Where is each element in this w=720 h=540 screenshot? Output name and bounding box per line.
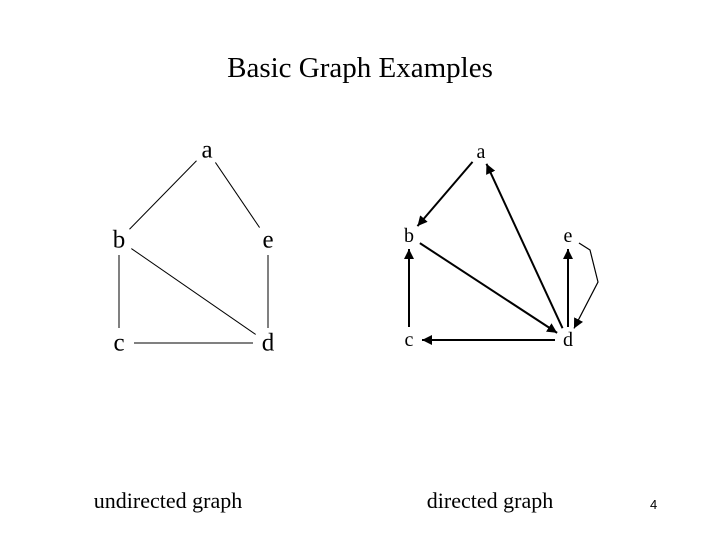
undirected-graph-caption: undirected graph xyxy=(93,488,243,513)
directed-node-e: e xyxy=(564,225,573,247)
undirected-node-b: b xyxy=(113,227,126,254)
directed-edge-d-a xyxy=(485,163,564,329)
directed-graph: a b e c d xyxy=(404,141,599,351)
directed-edge-a-b xyxy=(416,161,474,227)
undirected-node-a: a xyxy=(201,137,212,164)
slide-number: 4 xyxy=(650,497,658,512)
directed-edge-e-d xyxy=(573,242,599,329)
undirected-edge-b-d xyxy=(131,248,256,335)
undirected-edge-a-e xyxy=(215,162,260,228)
directed-graph-caption: directed graph xyxy=(426,488,554,513)
directed-node-c: c xyxy=(405,329,414,351)
directed-node-a: a xyxy=(477,141,486,163)
directed-node-d: d xyxy=(563,329,573,351)
undirected-node-c: c xyxy=(113,330,124,357)
directed-edge-b-d xyxy=(419,242,558,334)
undirected-graph: a b e c d xyxy=(113,137,275,357)
undirected-node-d: d xyxy=(262,330,275,357)
directed-node-b: b xyxy=(404,225,414,247)
undirected-node-e: e xyxy=(262,227,273,254)
undirected-edge-a-b xyxy=(129,160,197,230)
slide-title: Basic Graph Examples xyxy=(227,52,493,84)
